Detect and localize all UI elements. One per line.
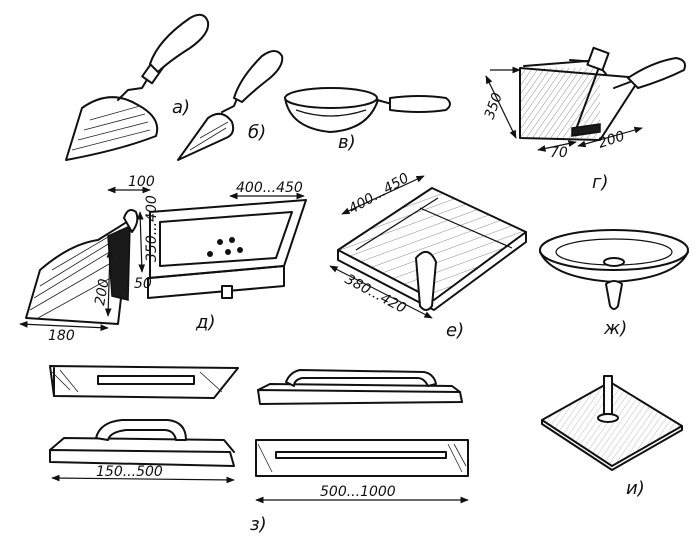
label-g: г) [592,172,608,193]
hawk-i [541,375,683,471]
label-d: д) [195,312,215,333]
dim-d-top-right: 400...450 [236,180,303,196]
dim-d-200: 200 [92,278,112,307]
dim-d-side: 350...400 [144,195,160,262]
float-board-e [329,175,527,319]
label-zh: ж) [603,318,627,339]
label-i: и) [626,478,645,499]
label-v: в) [338,132,356,153]
float-z4 [255,439,469,504]
float-z1 [49,365,239,399]
dim-g-height: 350 [482,91,506,122]
dim-z-right: 500...1000 [320,484,396,500]
trowel-a [65,13,210,161]
label-z: з) [250,514,267,535]
float-z3 [49,419,235,484]
dim-d-180: 180 [48,328,75,344]
label-e: е) [446,320,464,341]
round-float-zh [539,229,689,310]
dim-d-50: 50 [134,276,152,292]
label-a: а) [172,97,190,118]
trowel-b [177,50,284,161]
dim-g-200: 200 [596,128,626,152]
spreader-g [485,46,686,152]
dim-d-100: 100 [128,174,155,190]
mortar-box-d [19,186,307,332]
ladle-v [284,87,451,133]
dim-z-left: 150...500 [96,464,163,480]
float-z2 [257,369,463,405]
dim-g-70: 70 [550,145,568,161]
label-b: б) [248,122,266,143]
